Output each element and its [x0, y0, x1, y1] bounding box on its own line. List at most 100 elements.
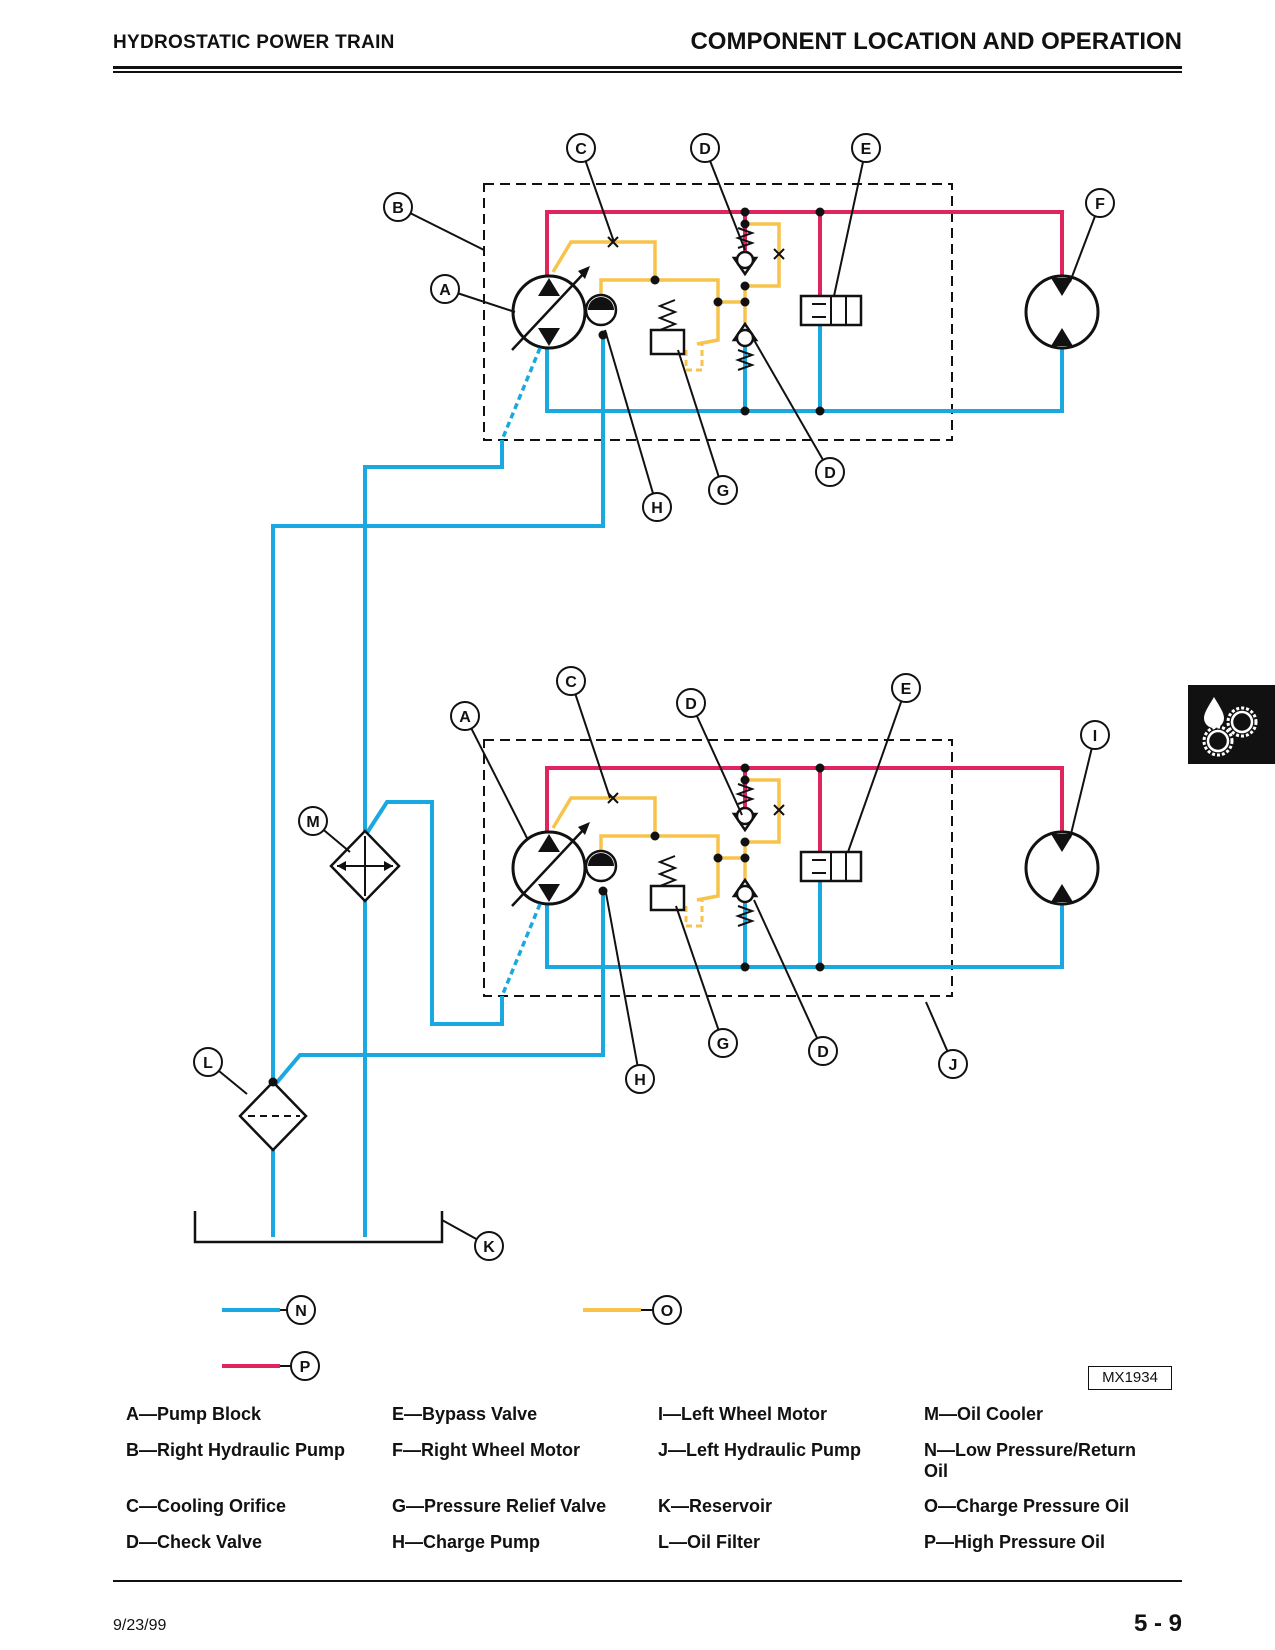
callout-label-g: G: [717, 1036, 729, 1053]
callout-leader-l: [218, 1070, 248, 1095]
callout-leader-f: [1069, 215, 1096, 283]
junction-dot: [713, 297, 723, 307]
callout-leader-g: [675, 905, 720, 1031]
low-pressure-line: [545, 342, 1064, 413]
charge-pump-wedge: [588, 297, 614, 310]
junction-dot: [740, 406, 750, 416]
callout-leader-e: [833, 161, 865, 297]
variable-displacement-arrow: [511, 271, 586, 351]
legend-item-e: E—Bypass Valve: [392, 1404, 538, 1424]
variable-arrow-head: [578, 266, 590, 279]
relief-drain-line: [684, 344, 704, 372]
callout-bubble-a: [430, 274, 460, 304]
callout-label-p: P: [300, 1359, 311, 1376]
figure-id: MX1934: [1088, 1366, 1172, 1390]
hydraulic-gears-icon: [1202, 697, 1258, 757]
legend-item-g: G—Pressure Relief Valve: [392, 1496, 607, 1516]
header-rule-thin: [113, 71, 1182, 73]
callout-bubble-o: [652, 1295, 682, 1325]
callout-leader-d: [709, 160, 746, 251]
callout-label-f: F: [1095, 196, 1105, 213]
motor-arrow-up: [1051, 884, 1073, 902]
check-valve-lower-ball: [735, 328, 755, 348]
variable-arrow-head: [578, 822, 590, 835]
junction-dot: [650, 831, 660, 841]
junction-dot: [713, 853, 723, 863]
callout-label-b: B: [392, 200, 404, 217]
callout-leader-c: [584, 160, 615, 243]
wheel-motor-circle: [1024, 274, 1100, 350]
legend-item-o: O—Charge Pressure Oil: [924, 1496, 1130, 1516]
footer-page-number: 5 - 9: [1133, 1610, 1182, 1637]
oil-cooler-arrow-right: [384, 861, 393, 871]
callout-bubble-g: [708, 475, 738, 505]
callout-label-k: K: [483, 1239, 495, 1256]
section-tab: [1188, 685, 1275, 764]
check-valve-lower-spring: [735, 349, 755, 371]
check-valve-upper-ball: [735, 250, 755, 270]
callout-bubble-i: [1080, 720, 1110, 750]
charge-pump-wedge: [588, 853, 614, 866]
junction-dot: [740, 219, 750, 229]
callout-label-c: C: [575, 141, 587, 158]
callout-bubble-l: [193, 1047, 223, 1077]
callout-label-g: G: [717, 483, 729, 500]
callout-leader-k: [441, 1219, 478, 1241]
junction-dot: [740, 837, 750, 847]
callout-bubble-d: [815, 457, 845, 487]
callout-label-a: A: [439, 282, 451, 299]
callout-label-d: D: [817, 1044, 829, 1061]
junction-dot: [815, 406, 825, 416]
callout-bubble-b: [383, 192, 413, 222]
legend-item-l: L—Oil Filter: [658, 1532, 761, 1552]
relief-valve-spring: [657, 299, 678, 331]
legend-item-i: I—Left Wheel Motor: [658, 1404, 827, 1424]
charge-inlet-top: [271, 411, 605, 1087]
motor-arrow-up: [1051, 328, 1073, 346]
callout-bubble-n: [286, 1295, 316, 1325]
oil-cooler-arrow-left: [337, 861, 346, 871]
legend-item-f: F—Right Wheel Motor: [392, 1440, 580, 1460]
callout-leader-h: [605, 892, 639, 1066]
case-drain-dashed: [500, 903, 542, 997]
high-pressure-line: [545, 766, 1064, 838]
legend-item-m: M—Oil Cooler: [924, 1404, 1044, 1424]
relief-drain-line: [684, 900, 704, 928]
callout-label-e: E: [861, 141, 872, 158]
cooling-orifice-mark-b: [607, 792, 619, 804]
check-orifice-mark-b: [773, 804, 785, 816]
legend-item-c: C—Cooling Orifice: [126, 1496, 287, 1516]
callout-label-m: M: [306, 814, 319, 831]
callout-leader-c: [574, 693, 611, 799]
junction-dot: [815, 763, 825, 773]
pump-arrow-up: [538, 834, 560, 852]
callout-bubble-h: [625, 1064, 655, 1094]
legend-item-b: B—Right Hydraulic Pump: [126, 1440, 346, 1460]
callout-leader-d: [753, 339, 824, 461]
legend-item-d: D—Check Valve: [126, 1532, 263, 1552]
callout-bubble-h: [642, 492, 672, 522]
high-pressure-line: [545, 210, 1064, 282]
legend-item-a: A—Pump Block: [126, 1404, 262, 1424]
junction-dot: [740, 853, 750, 863]
check-valve-upper-spring: [735, 783, 755, 805]
callout-label-l: L: [203, 1055, 213, 1072]
callout-bubble-j: [938, 1049, 968, 1079]
check-valve-lower-spring: [735, 905, 755, 927]
callout-bubble-c: [566, 133, 596, 163]
footer-rule: [113, 1580, 1182, 1582]
footer-date: 9/23/99: [113, 1617, 167, 1634]
motor-arrow-down: [1051, 834, 1073, 852]
shared-lines: [193, 411, 641, 1368]
callout-leader-b: [410, 212, 485, 251]
callout-label-d: D: [685, 696, 697, 713]
case-drain-dashed: [500, 347, 542, 441]
low-pressure-line: [545, 898, 1064, 969]
header-section-title: HYDROSTATIC POWER TRAIN: [113, 32, 395, 53]
pump-arrow-down: [538, 884, 560, 902]
callout-bubble-g: [708, 1028, 738, 1058]
callout-label-h: H: [634, 1072, 646, 1089]
callout-leader-d: [695, 715, 743, 816]
callout-bubble-d: [808, 1036, 838, 1066]
